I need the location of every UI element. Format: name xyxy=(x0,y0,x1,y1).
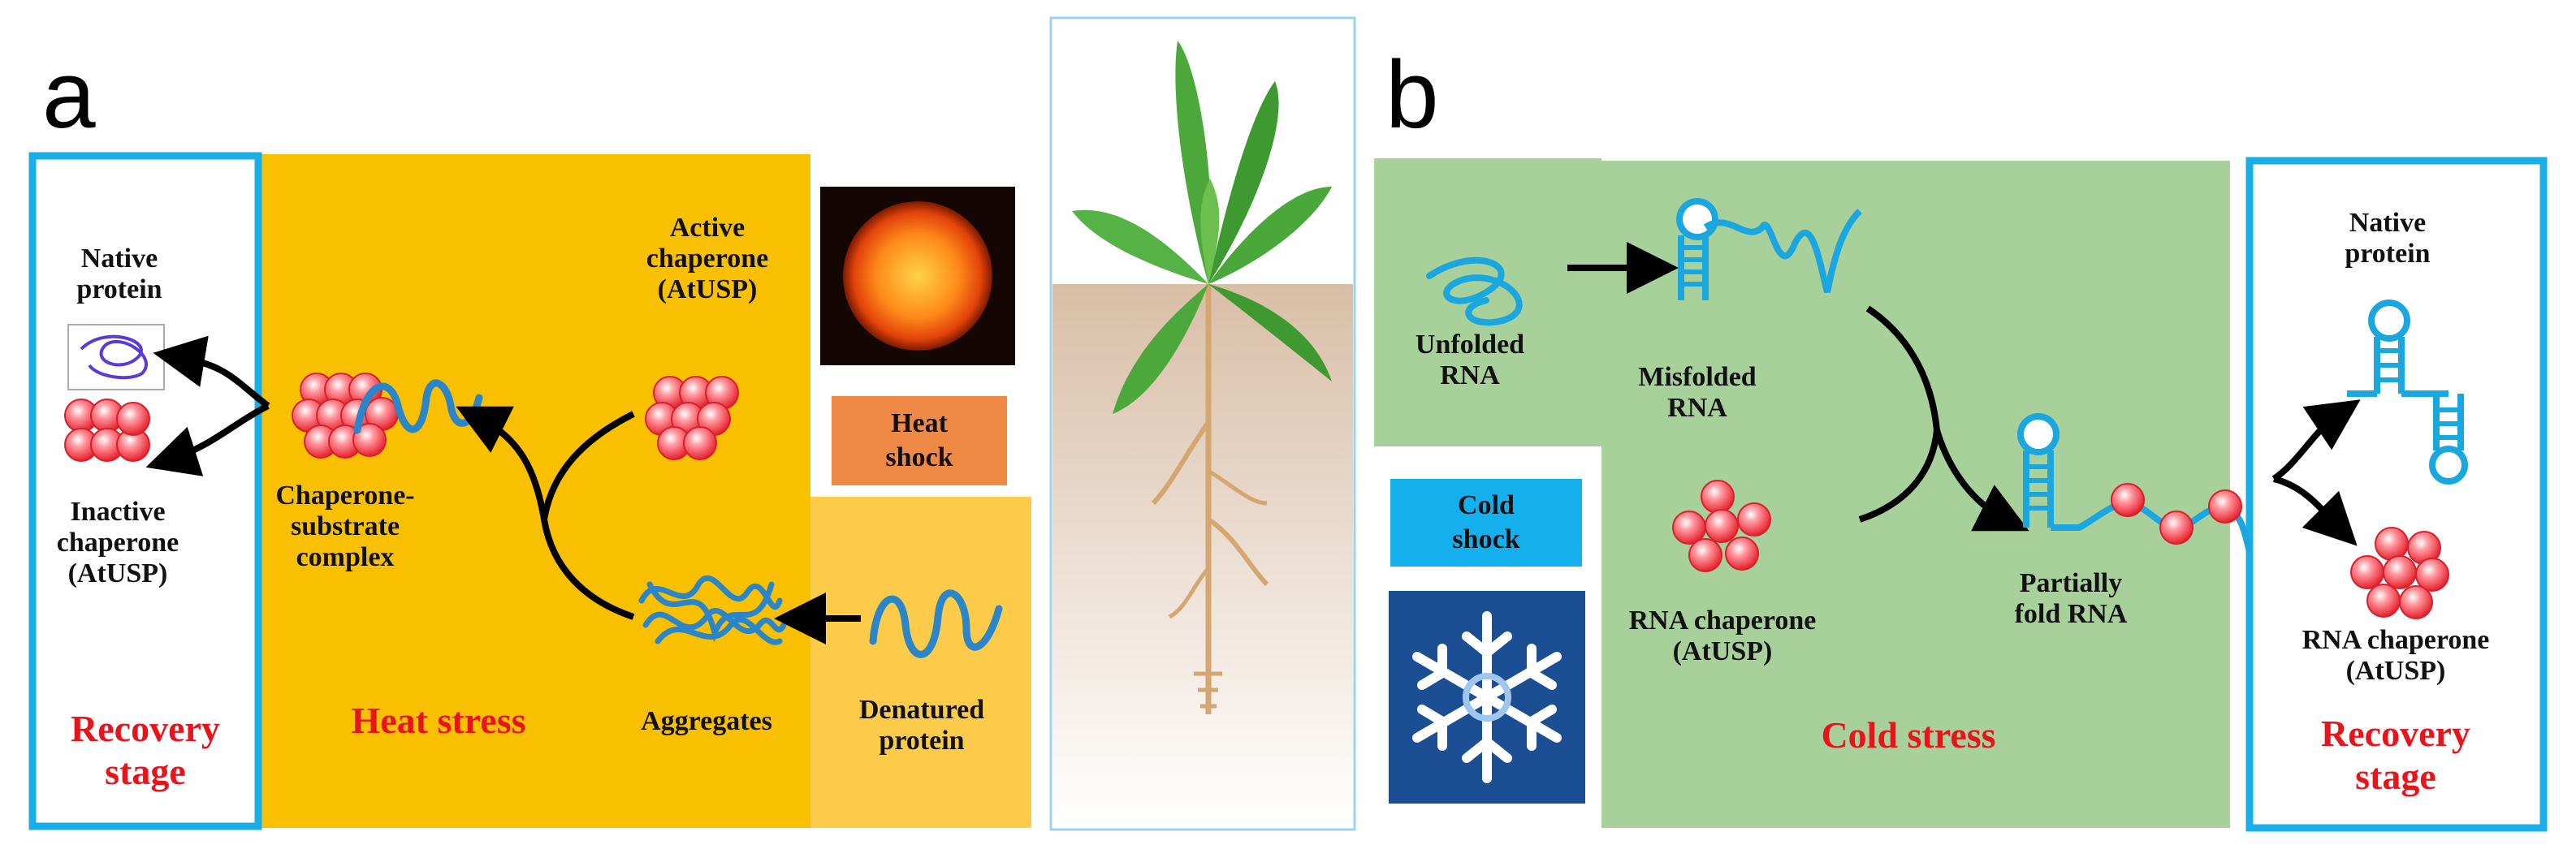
recovery-box-left xyxy=(28,152,262,830)
denatured-panel xyxy=(810,497,1031,828)
label-active-chaperone: Active chaperone (AtUSP) xyxy=(646,213,769,305)
panel-letter-b: b xyxy=(1385,41,1439,149)
label-unfolded: Unfolded RNA xyxy=(1415,330,1525,391)
aggregate-tangle xyxy=(638,575,787,645)
partially-folded-rna xyxy=(2017,413,2253,553)
arrow-to-native xyxy=(153,335,270,409)
arrow-aggregate-branch xyxy=(541,519,635,620)
label-recovery-right: Recovery stage xyxy=(2321,713,2470,797)
label-misfolded: Misfolded RNA xyxy=(1638,362,1757,424)
label-inactive-chaperone: Inactive chaperone (AtUSP) xyxy=(56,497,179,589)
label-heat-stress: Heat stress xyxy=(351,700,526,741)
arrow-chaperone-branch xyxy=(1858,429,1940,523)
arrow-to-native-right xyxy=(2271,399,2361,482)
rna-chaperone-balls-right xyxy=(2350,527,2449,619)
arrow-to-chaperone-right xyxy=(2272,476,2358,546)
label-rna-chaperone-right: RNA chaperone (AtUSP) xyxy=(2302,625,2490,687)
arrow-to-partial xyxy=(1934,429,2029,532)
label-recovery-left: Recovery stage xyxy=(71,708,220,792)
arrow-misfolded-branch xyxy=(1865,305,1940,431)
native-protein-box xyxy=(67,324,165,390)
label-native-protein: Native protein xyxy=(76,244,162,305)
soil xyxy=(1052,284,1353,828)
cold-shock-badge: Cold shock xyxy=(1390,479,1582,567)
arrow-to-complex xyxy=(456,406,547,520)
label-cold-stress: Cold stress xyxy=(1821,714,1996,756)
label-partially-fold: Partially fold RNA xyxy=(2014,568,2128,630)
complex-strand xyxy=(353,379,483,434)
label-rna-chaperone: RNA chaperone (AtUSP) xyxy=(1628,606,1817,667)
label-denatured: Denatured protein xyxy=(858,695,985,756)
snowflake-icon xyxy=(1412,611,1562,783)
sun-icon xyxy=(843,201,992,351)
label-aggregates: Aggregates xyxy=(641,706,772,736)
arrow-active-branch xyxy=(541,411,635,520)
panel-letter-a: a xyxy=(42,41,96,149)
inactive-chaperone-balls xyxy=(64,399,150,462)
arrow-to-inactive xyxy=(145,403,270,476)
label-complex: Chaperone- substrate complex xyxy=(275,481,415,573)
misfolded-rna xyxy=(1676,198,1862,300)
native-protein-coil xyxy=(80,334,148,380)
unfolded-rna xyxy=(1426,256,1523,326)
native-rna-right xyxy=(2347,300,2468,485)
label-native-protein-right: Native protein xyxy=(2345,208,2431,269)
heat-shock-badge: Heat shock xyxy=(832,396,1007,485)
denatured-strand xyxy=(869,589,1003,658)
plant-illustration xyxy=(1072,41,1332,714)
recovery-box-right xyxy=(2245,157,2548,832)
